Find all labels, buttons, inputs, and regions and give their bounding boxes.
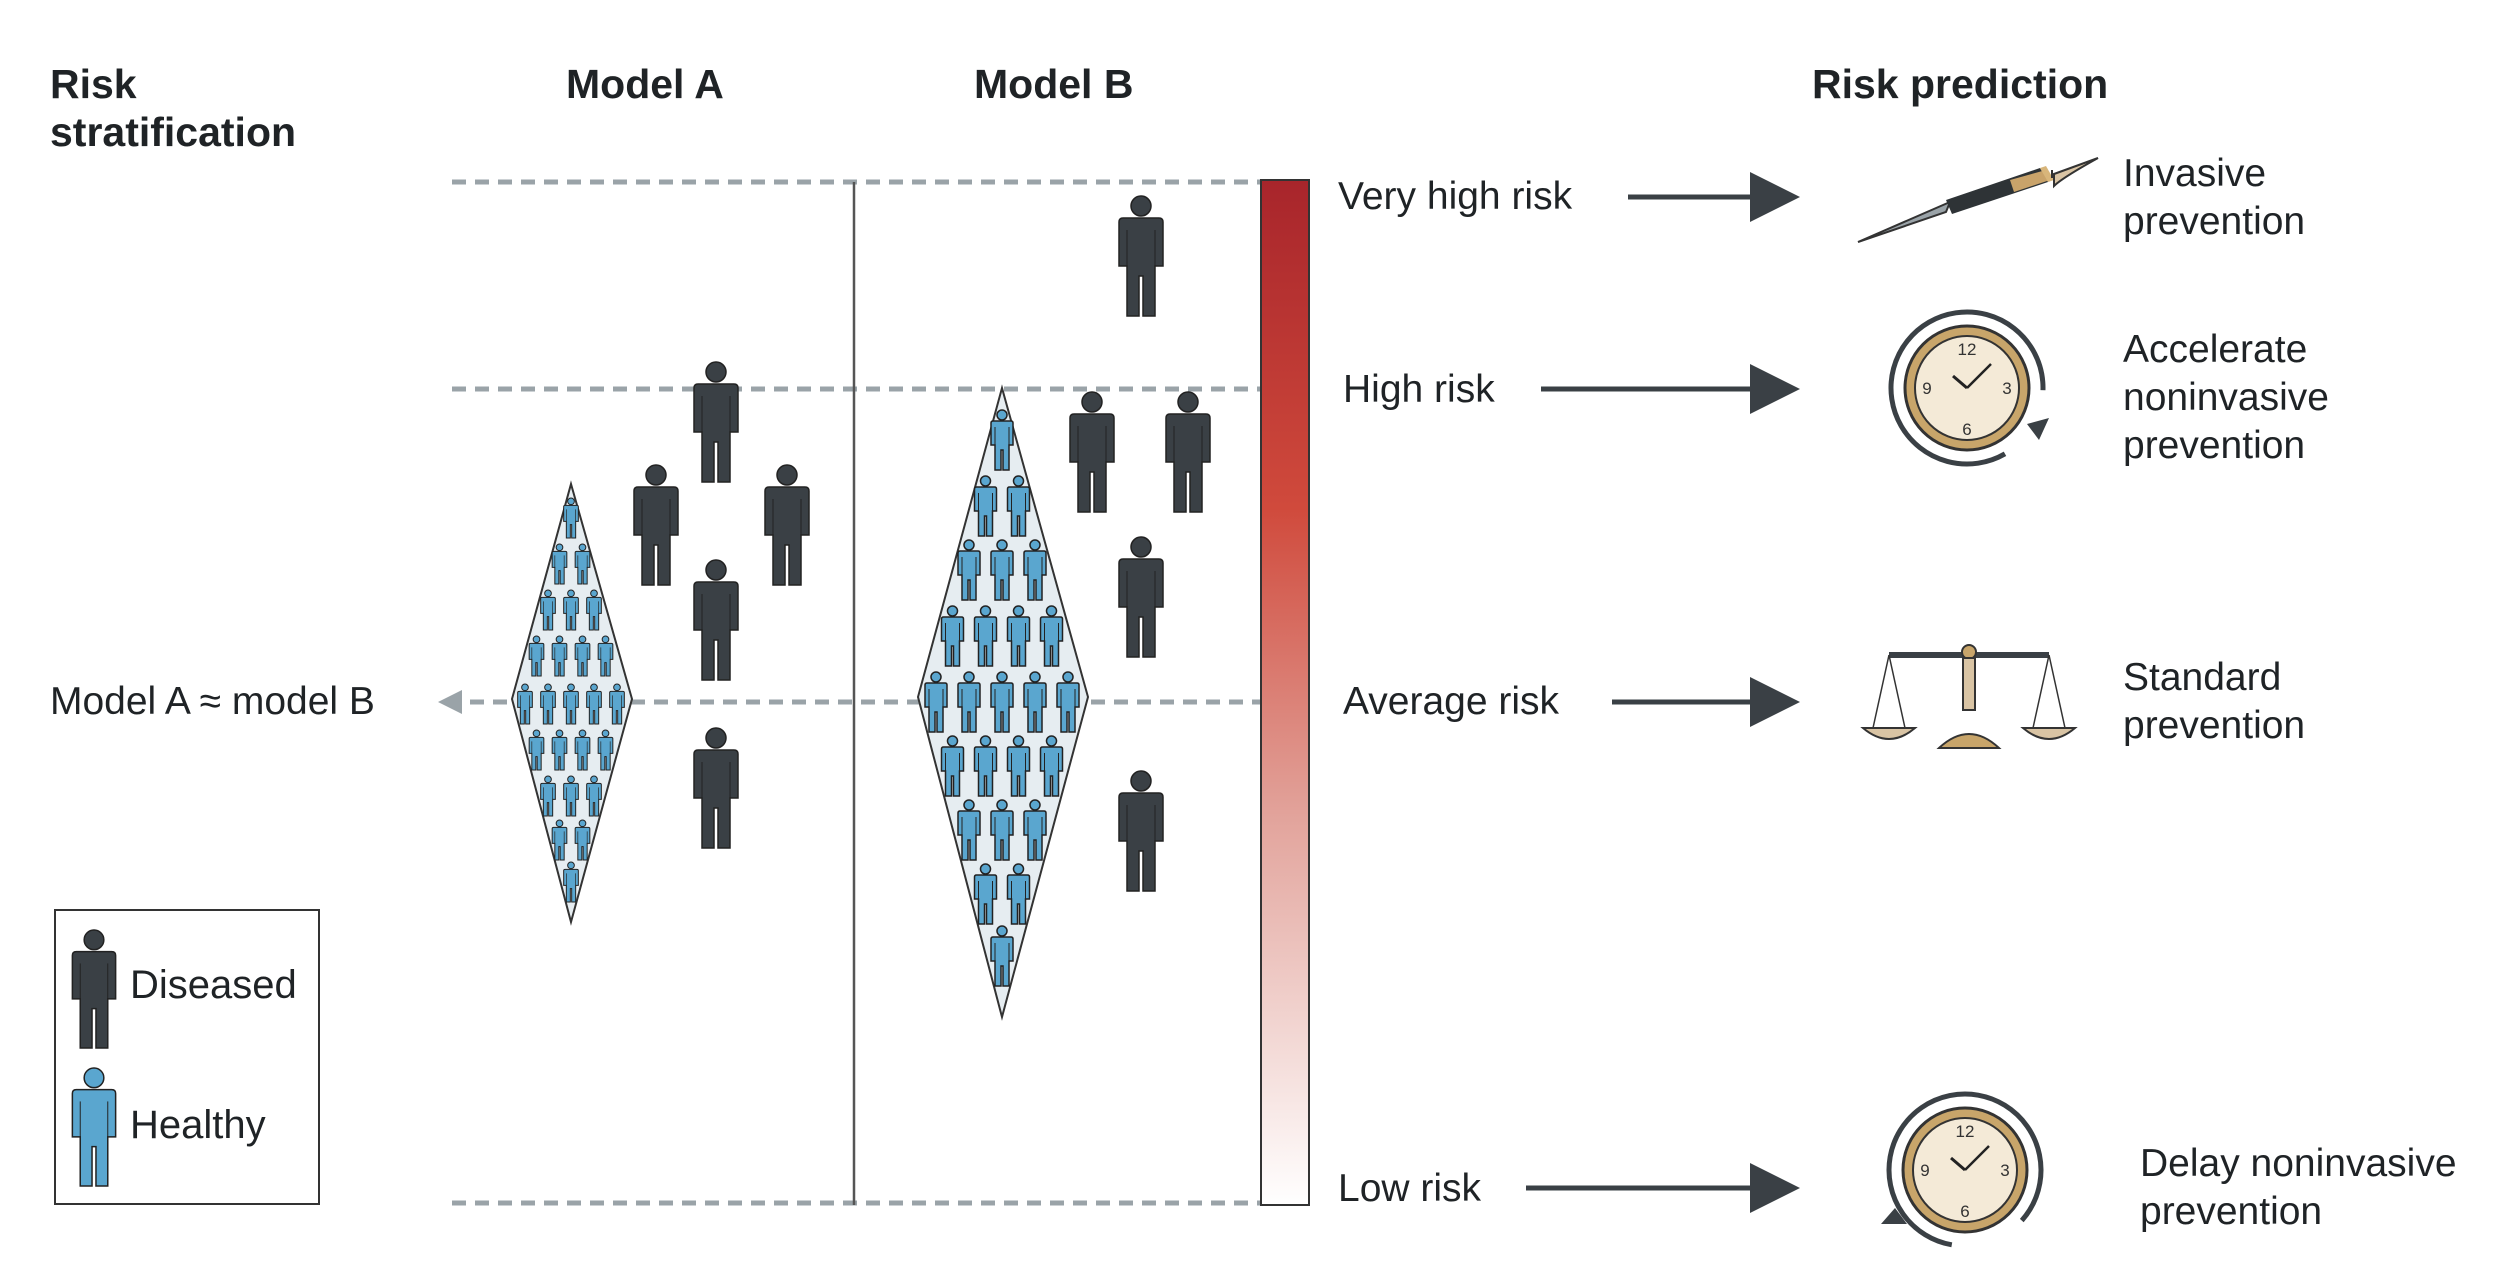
risk-arrows <box>1526 197 1790 1188</box>
outcome-line: prevention <box>2140 1188 2457 1236</box>
diseased-person <box>634 465 678 585</box>
legend-box <box>54 909 320 1205</box>
accelerate-prevention-outcome: Accelerate noninvasive prevention <box>2123 326 2329 470</box>
svg-text:12: 12 <box>1956 1122 1975 1141</box>
outcome-line: prevention <box>2123 702 2305 750</box>
outcome-line: Delay noninvasive <box>2140 1140 2457 1188</box>
clock-counterclockwise-icon: 12 3 6 9 <box>1877 1082 2053 1258</box>
model-comparison-label: Model A ≈ model B <box>50 678 375 725</box>
risk-gradient-bar <box>1261 180 1309 1205</box>
diseased-person <box>1119 771 1163 891</box>
average-risk-left-arrow-icon <box>438 690 462 714</box>
svg-text:6: 6 <box>1962 420 1971 439</box>
svg-text:6: 6 <box>1960 1202 1969 1221</box>
diseased-person <box>694 728 738 848</box>
legend-diseased-label: Diseased <box>130 963 297 1008</box>
model-b-header: Model B <box>974 60 1133 108</box>
svg-text:12: 12 <box>1958 340 1977 359</box>
svg-text:9: 9 <box>1920 1161 1929 1180</box>
clock-clockwise-icon: 12 3 6 9 <box>1863 284 2071 492</box>
high-risk-label: High risk <box>1343 366 1495 413</box>
diseased-person <box>1119 196 1163 316</box>
standard-prevention-outcome: Standard prevention <box>2123 654 2305 750</box>
model-a-header: Model A <box>566 60 724 108</box>
svg-text:9: 9 <box>1922 379 1931 398</box>
outcome-line: noninvasive <box>2123 374 2329 422</box>
scalpel-icon <box>1858 158 2098 242</box>
diseased-person <box>1070 392 1114 512</box>
legend-healthy-label: Healthy <box>130 1103 266 1148</box>
outcome-line: Standard <box>2123 654 2305 702</box>
outcome-line: prevention <box>2123 198 2305 246</box>
outcome-line: Invasive <box>2123 150 2305 198</box>
outcome-line: Accelerate <box>2123 326 2329 374</box>
header-line-1: Risk <box>50 60 296 108</box>
risk-stratification-header: Risk stratification <box>50 60 296 156</box>
diseased-person <box>1166 392 1210 512</box>
balance-scale-icon <box>1863 645 2075 748</box>
diseased-person <box>694 560 738 680</box>
risk-prediction-header: Risk prediction <box>1812 60 2108 108</box>
diseased-person <box>765 465 809 585</box>
diseased-person <box>1119 537 1163 657</box>
delay-prevention-outcome: Delay noninvasive prevention <box>2140 1140 2457 1236</box>
invasive-prevention-outcome: Invasive prevention <box>2123 150 2305 246</box>
diseased-person <box>694 362 738 482</box>
outcome-line: prevention <box>2123 422 2329 470</box>
diseased-people <box>634 196 1210 891</box>
svg-text:3: 3 <box>2002 379 2011 398</box>
svg-text:3: 3 <box>2000 1161 2009 1180</box>
average-risk-label: Average risk <box>1343 678 1559 725</box>
very-high-risk-label: Very high risk <box>1338 173 1572 220</box>
low-risk-label: Low risk <box>1338 1165 1481 1212</box>
header-line-2: stratification <box>50 108 296 156</box>
